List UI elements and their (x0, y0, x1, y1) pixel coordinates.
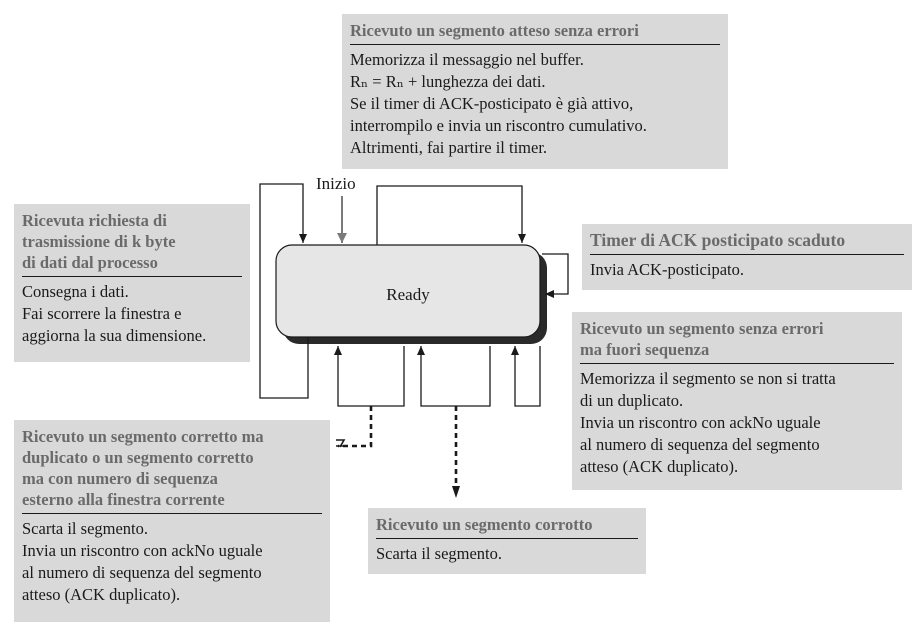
state-label: Ready (386, 285, 430, 304)
box-body: Memorizza il segmento se non si tratta d… (580, 368, 894, 478)
box-expected-segment: Ricevuto un segmento atteso senza errori… (342, 14, 728, 169)
box-title: Ricevuto un segmento corretto ma duplica… (22, 426, 322, 514)
leader-1-tip (336, 439, 346, 448)
box-corrupted-segment: Ricevuto un segmento corrotto Scarta il … (368, 508, 646, 574)
box-line: Consegna i dati. (22, 282, 129, 301)
loop-right (542, 253, 569, 298)
state-ready (275, 244, 541, 338)
box-line: Rₙ = Rₙ + lunghezza dei dati. (350, 72, 546, 91)
loop-top (376, 185, 526, 245)
loop-bottom-1 (334, 346, 405, 407)
box-line: aggiorna la sua dimensione. (22, 326, 207, 345)
box-title-line: Ricevuta richiesta di (22, 211, 167, 230)
box-line: Memorizza il segmento se non si tratta (580, 369, 836, 388)
box-title: Timer di ACK posticipato scaduto (590, 230, 904, 255)
box-line: Se il timer di ACK-posticipato è già att… (350, 94, 634, 113)
box-body: Consegna i dati. Fai scorrere la finestr… (22, 281, 242, 347)
box-line: Invia un riscontro con ackNo uguale (580, 413, 821, 432)
box-body: Scarta il segmento. Invia un riscontro c… (22, 518, 322, 606)
loop-left (259, 183, 309, 399)
box-line: atteso (ACK duplicato). (22, 585, 181, 604)
box-line: Memorizza il messaggio nel buffer. (350, 50, 584, 69)
box-body: Invia ACK-posticipato. (590, 259, 904, 281)
box-ack-timer-expired: Timer di ACK posticipato scaduto Invia A… (582, 224, 912, 290)
box-line: al numero di sequenza del segmento (22, 563, 262, 582)
box-send-request: Ricevuta richiesta di trasmissione di k … (14, 204, 250, 362)
box-line: Altrimenti, fai partire il timer. (350, 138, 548, 157)
start-label: Inizio (316, 174, 356, 193)
box-title-line: Ricevuto un segmento corretto ma (22, 427, 264, 446)
box-line: Invia ACK-posticipato. (590, 260, 744, 279)
box-line: Scarta il segmento. (376, 544, 503, 563)
box-line: di un duplicato. (580, 391, 684, 410)
box-title-line: esterno alla finestra corrente (22, 490, 225, 509)
loop-bottom-2 (417, 346, 491, 407)
box-line: atteso (ACK duplicato). (580, 457, 739, 476)
leader-2-tip (452, 486, 460, 498)
box-body: Memorizza il messaggio nel buffer. Rₙ = … (350, 49, 720, 159)
box-body: Scarta il segmento. (376, 543, 638, 565)
box-title-line: di dati dal processo (22, 253, 158, 272)
box-title-line: ma fuori sequenza (580, 340, 710, 359)
box-duplicate-segment: Ricevuto un segmento corretto ma duplica… (14, 420, 330, 622)
box-title: Ricevuto un segmento atteso senza errori (350, 20, 720, 45)
box-title-line: Ricevuto un segmento senza errori (580, 319, 824, 338)
box-title: Ricevuto un segmento corrotto (376, 514, 638, 539)
box-line: Invia un riscontro con ackNo uguale (22, 541, 263, 560)
box-out-of-order-segment: Ricevuto un segmento senza errori ma fuo… (572, 312, 902, 490)
box-title: Ricevuto un segmento senza errori ma fuo… (580, 318, 894, 364)
leader-dashed-1 (338, 406, 373, 448)
box-title: Ricevuta richiesta di trasmissione di k … (22, 210, 242, 277)
box-line: Fai scorrere la finestra e (22, 304, 182, 323)
box-line: Scarta il segmento. (22, 519, 149, 538)
box-line: al numero di sequenza del segmento (580, 435, 820, 454)
box-title-line: duplicato o un segmento corretto (22, 448, 254, 467)
box-title-line: ma con numero di sequenza (22, 469, 218, 488)
box-title-line: trasmissione di k byte (22, 232, 176, 251)
box-line: interrompilo e invia un riscontro cumula… (350, 116, 647, 135)
loop-bottom-3 (511, 346, 541, 407)
